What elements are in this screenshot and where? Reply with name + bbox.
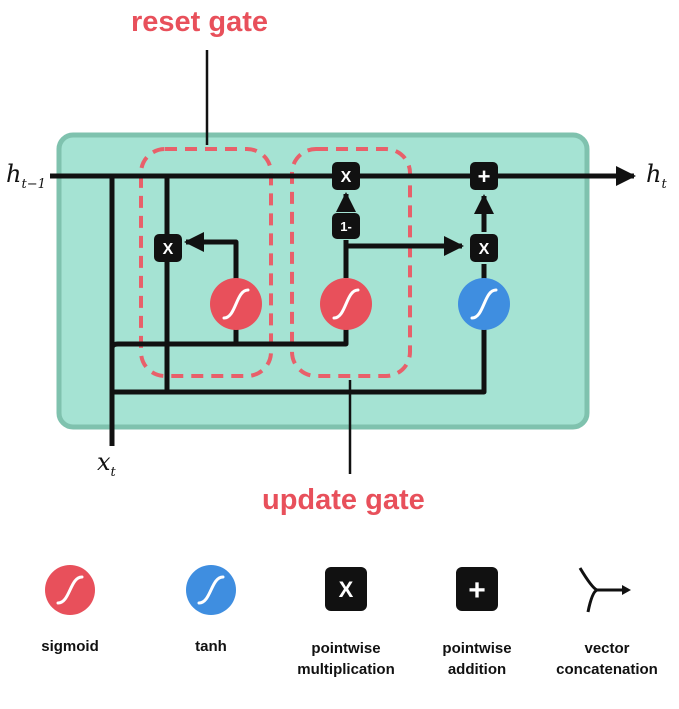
reset-gate-outline	[139, 147, 273, 378]
legend-sigmoid-label: sigmoid	[0, 636, 145, 657]
legend-label-line2: addition	[447, 661, 507, 678]
legend-label-line1: vector	[584, 640, 630, 657]
h-prev-symbol: h	[6, 160, 22, 188]
h-out-label: ht	[646, 160, 667, 192]
sigmoid-icon	[332, 288, 360, 320]
candidate-tanh-node	[458, 278, 510, 330]
legend-label-line2: concatenation	[556, 661, 658, 678]
h-out-symbol: h	[646, 160, 662, 188]
multiply-icon: X	[479, 241, 490, 258]
one-minus-label: 1-	[340, 219, 352, 234]
legend-add-label: pointwise addition	[402, 638, 552, 680]
h-out-subscript: t	[661, 176, 667, 192]
concatenation-icon	[578, 567, 624, 613]
cell-background	[56, 132, 590, 430]
legend-sigmoid-icon	[45, 565, 95, 615]
multiply-icon: X	[163, 241, 174, 258]
reset-sigmoid-node	[210, 278, 262, 330]
h-prev-label: ht−1	[6, 160, 46, 192]
tanh-icon	[470, 288, 498, 320]
one-minus-op: 1-	[332, 213, 360, 239]
multiply-icon: X	[341, 169, 352, 186]
update-gate-outline	[290, 147, 412, 378]
h-prev-subscript: t−1	[21, 176, 46, 192]
reset-gate-label: reset gate	[131, 6, 269, 38]
legend-label-line1: tanh	[195, 638, 227, 655]
update-sigmoid-node	[320, 278, 372, 330]
sigmoid-icon	[56, 575, 84, 605]
candidate-multiply-op: X	[470, 234, 498, 262]
tanh-icon	[197, 575, 225, 605]
legend-multiply-icon: X	[325, 567, 367, 611]
legend-concatenation-label: vector concatenation	[532, 638, 679, 680]
legend-tanh-icon	[186, 565, 236, 615]
legend-label-line2: multiplication	[297, 661, 395, 678]
legend-tanh-label: tanh	[136, 636, 286, 657]
legend-label-line1: pointwise	[311, 640, 381, 657]
concat-line-upper	[109, 304, 349, 349]
add-icon: +	[478, 164, 491, 189]
sigmoid-icon	[222, 288, 250, 320]
legend-concatenation-icon	[578, 567, 631, 613]
update-multiply-op: X	[332, 162, 360, 190]
x-in-label: xt	[97, 448, 116, 480]
add-icon: +	[468, 574, 486, 607]
x-in-subscript: t	[110, 464, 116, 480]
add-op: +	[470, 162, 498, 190]
legend-label-line1: sigmoid	[41, 638, 99, 655]
legend-label-line1: pointwise	[442, 640, 512, 657]
concat-line-lower	[112, 326, 487, 395]
update-gate-label: update gate	[262, 484, 425, 516]
reset-multiply-op: X	[154, 234, 182, 262]
multiply-icon: X	[339, 577, 354, 602]
legend-add-icon: +	[456, 567, 498, 611]
legend-multiply-label: pointwise multiplication	[271, 638, 421, 680]
x-in-symbol: x	[97, 448, 111, 476]
